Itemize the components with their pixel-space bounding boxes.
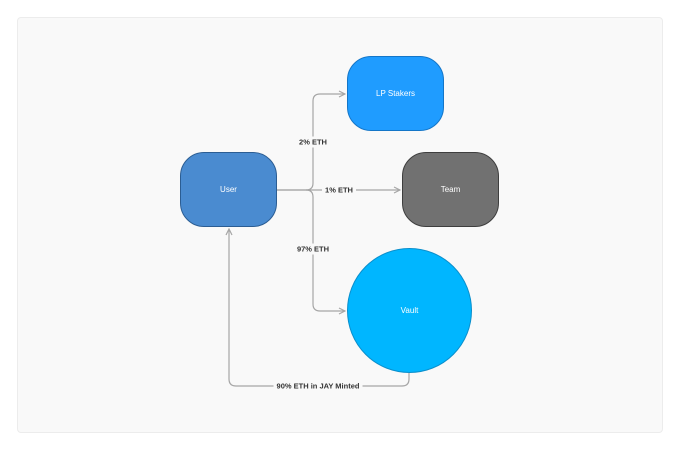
diagram-canvas bbox=[17, 17, 663, 433]
node-lp-stakers[interactable]: LP Stakers bbox=[347, 56, 444, 131]
edge-user-to-vault bbox=[305, 189, 345, 311]
node-lp-stakers-label: LP Stakers bbox=[376, 89, 415, 98]
node-vault-label: Vault bbox=[400, 306, 419, 315]
edge-label-vault-share: 97% ETH bbox=[293, 243, 333, 255]
edge-label-team-share: 1% ETH bbox=[322, 184, 356, 196]
node-team[interactable]: Team bbox=[402, 152, 499, 227]
node-team-label: Team bbox=[440, 185, 461, 194]
edge-label-return-mint: 90% ETH in JAY Minted bbox=[273, 380, 363, 392]
node-vault[interactable]: Vault bbox=[347, 248, 472, 373]
node-user[interactable]: User bbox=[180, 152, 277, 227]
node-user-label: User bbox=[220, 185, 237, 194]
edge-label-lp-share: 2% ETH bbox=[296, 136, 330, 148]
